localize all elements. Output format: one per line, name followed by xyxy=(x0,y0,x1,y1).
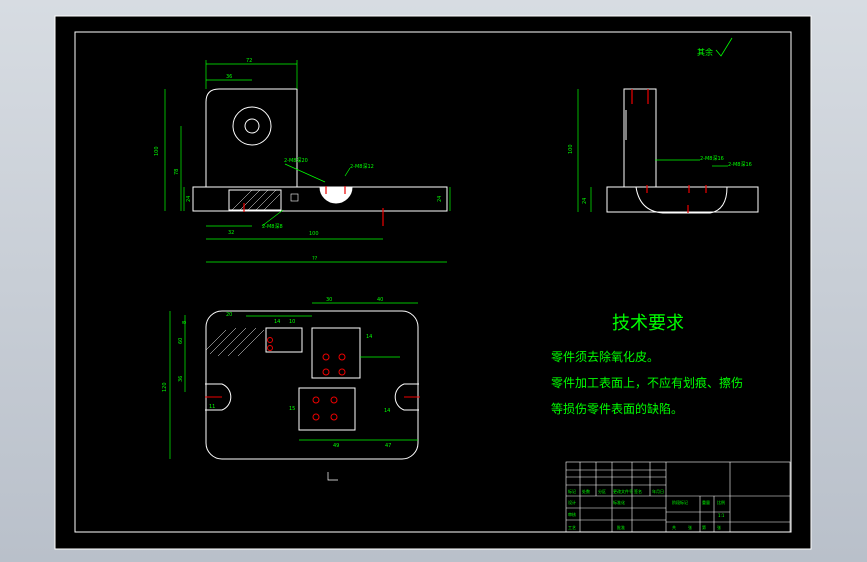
dim-plan-14c: 14 xyxy=(384,408,390,414)
dim-front-24a: 24 xyxy=(186,196,192,202)
datum-box xyxy=(290,193,299,202)
svg-text:处数: 处数 xyxy=(582,488,590,494)
roughness-label: 其余 xyxy=(697,47,713,57)
tech-line-2: 零件加工表面上，不应有划痕、擦伤 xyxy=(551,375,743,390)
dim-plan-10: 10 xyxy=(289,319,295,325)
svg-text:1:1: 1:1 xyxy=(718,513,725,518)
dim-front-24b: 24 xyxy=(437,196,443,202)
svg-text:设计: 设计 xyxy=(568,499,576,505)
front-view xyxy=(192,88,448,212)
front-dimensions xyxy=(164,60,451,263)
side-dim-text: 100 24 2-M8深16 2-M8深16 xyxy=(568,144,752,204)
tech-line-1: 零件须去除氧化皮。 xyxy=(551,349,659,364)
svg-text:张: 张 xyxy=(717,524,721,530)
svg-text:年月日: 年月日 xyxy=(652,488,664,494)
dim-side-height: 100 xyxy=(568,144,574,154)
dim-plan-49: 49 xyxy=(333,443,339,449)
sheet-border xyxy=(54,15,812,550)
roughness-symbol: 其余 xyxy=(697,37,733,57)
svg-text:更改文件号: 更改文件号 xyxy=(613,488,633,494)
dim-front-36: 36 xyxy=(226,74,232,80)
dim-plan-30: 30 xyxy=(326,297,332,303)
callout-side-b: 2-M8深16 xyxy=(728,161,752,168)
svg-text:签名: 签名 xyxy=(634,488,642,494)
side-dimensions xyxy=(577,89,728,212)
dim-front-32: 32 xyxy=(228,230,234,236)
front-hatch xyxy=(231,187,347,211)
svg-text:比例: 比例 xyxy=(717,499,725,505)
svg-text:标记: 标记 xyxy=(568,488,576,494)
plan-holes xyxy=(205,337,420,421)
callout-m8-8: 2-M8深8 xyxy=(262,223,283,230)
inner-frame xyxy=(74,31,792,533)
dim-plan-120: 120 xyxy=(162,382,168,392)
ucs-icon xyxy=(327,472,338,481)
title-block-text: 标记 处数 分区 更改文件号 签名 年月日 设计 标准化 阶段标记 重量 比例 … xyxy=(568,488,725,530)
svg-text:分区: 分区 xyxy=(598,488,606,494)
callout-m8-12: 2-M8深12 xyxy=(350,163,374,170)
front-dim-text: 72 36 100 78 24 24 32 100 ?? 2-M8深20 2-M… xyxy=(154,58,443,262)
callout-side-a: 2-M8深16 xyxy=(700,155,724,162)
tech-title: 技术要求 xyxy=(612,313,684,334)
side-thread-marks xyxy=(631,89,707,213)
dim-front-100: 100 xyxy=(309,231,319,237)
svg-text:共: 共 xyxy=(672,524,676,530)
dim-side-24: 24 xyxy=(582,198,588,204)
svg-text:张: 张 xyxy=(688,524,692,530)
dim-plan-14b: 14 xyxy=(366,334,372,340)
svg-text:审核: 审核 xyxy=(568,511,576,517)
dim-plan-20: 20 xyxy=(226,312,232,318)
dim-plan-15: 15 xyxy=(289,406,295,412)
title-block xyxy=(565,461,791,533)
svg-text:阶段标记: 阶段标记 xyxy=(672,499,688,505)
tech-line-3: 等损伤零件表面的缺陷。 xyxy=(551,401,683,416)
plan-hatch xyxy=(205,327,265,357)
svg-text:第: 第 xyxy=(702,524,706,530)
dim-front-bottom: ?? xyxy=(312,256,318,262)
front-thread-marks xyxy=(243,186,384,226)
dim-plan-40: 40 xyxy=(377,297,383,303)
plan-dim-text: 30 40 14 10 60 36 120 14 15 14 49 47 11 … xyxy=(162,297,391,449)
svg-text:批准: 批准 xyxy=(617,524,625,530)
dim-plan-47: 47 xyxy=(385,443,391,449)
svg-text:标准化: 标准化 xyxy=(613,499,625,505)
dim-plan-36: 36 xyxy=(178,376,184,382)
callout-m8-20: 2-M8深20 xyxy=(284,157,308,164)
dim-plan-8: 8 xyxy=(182,321,188,324)
tech-requirements: 技术要求 零件须去除氧化皮。 零件加工表面上，不应有划痕、擦伤 等损伤零件表面的… xyxy=(551,313,743,416)
svg-text:重量: 重量 xyxy=(702,499,710,505)
svg-text:工艺: 工艺 xyxy=(568,525,576,530)
dim-plan-60: 60 xyxy=(178,338,184,344)
plan-dimensions xyxy=(169,302,418,459)
dim-plan-11: 11 xyxy=(209,404,215,410)
dim-plan-14a: 14 xyxy=(274,319,280,325)
dim-front-height: 100 xyxy=(154,146,160,156)
dim-front-top: 72 xyxy=(246,58,252,64)
plan-view xyxy=(205,310,419,460)
dim-front-78: 78 xyxy=(174,169,180,175)
